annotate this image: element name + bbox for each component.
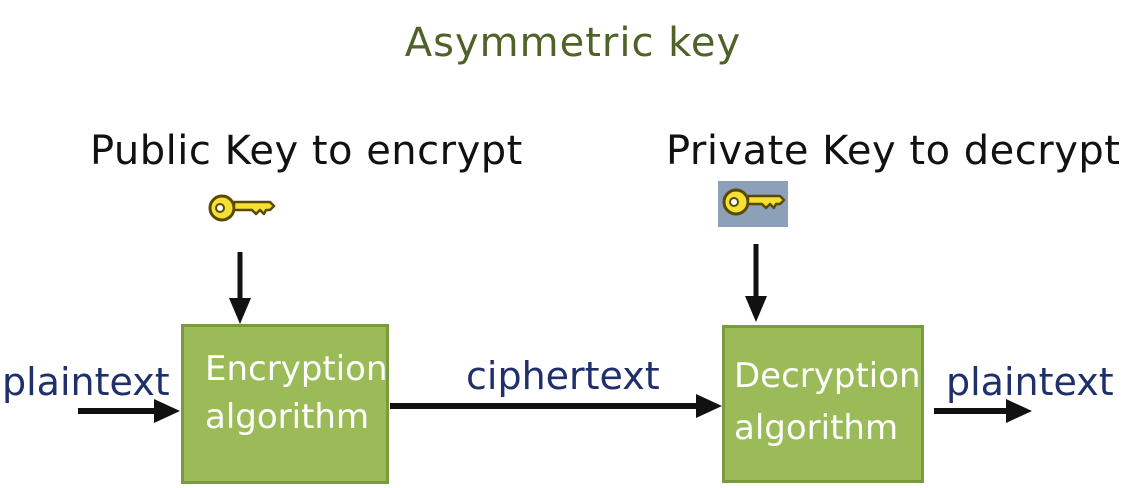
ciphertext-label: ciphertext [466, 354, 660, 398]
ciphertext-arrowhead [696, 394, 722, 418]
input-arrowhead [154, 399, 180, 423]
decryption-box-line1: Decryption [734, 356, 921, 396]
public-key-label: Public Key to encrypt [90, 128, 523, 174]
input-plaintext-label: plaintext [2, 360, 170, 404]
decryption-algorithm-box: Decryption algorithm [722, 325, 924, 483]
public-key-arrowhead [229, 298, 251, 324]
private-key-label: Private Key to decrypt [666, 128, 1121, 174]
encryption-box-line1: Encryption [205, 349, 388, 389]
private-key-arrowhead [745, 296, 767, 322]
decryption-box-line2: algorithm [734, 408, 899, 448]
output-arrowhead [1006, 399, 1032, 423]
encryption-box-line2: algorithm [205, 397, 370, 437]
diagram-title: Asymmetric key [404, 20, 742, 66]
public-key-icon [208, 194, 276, 222]
output-plaintext-label: plaintext [946, 360, 1114, 404]
private-key-icon [722, 188, 786, 216]
encryption-algorithm-box: Encryption algorithm [181, 324, 389, 484]
